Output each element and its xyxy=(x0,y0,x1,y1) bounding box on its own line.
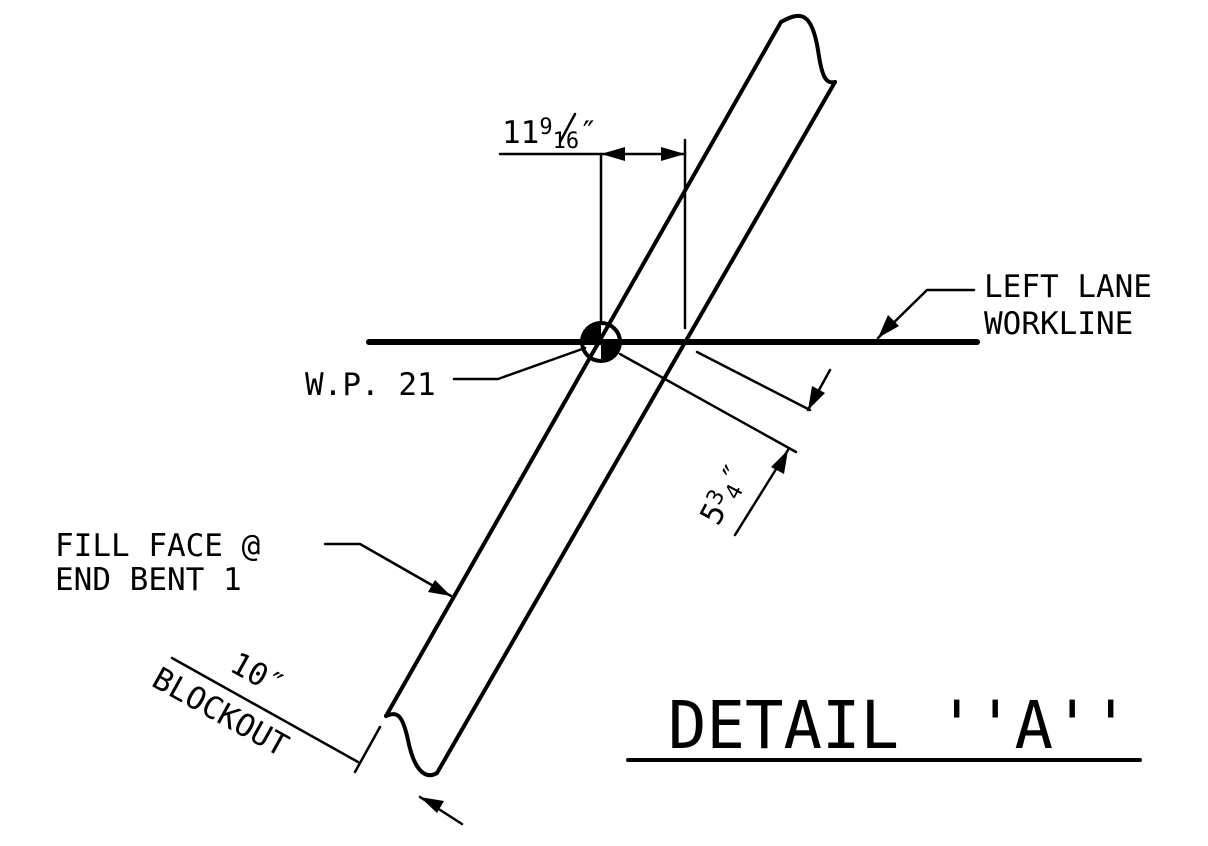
left-lane-label-line1: LEFT LANE xyxy=(984,269,1152,305)
svg-text:11916″: 11916″ xyxy=(502,115,598,154)
dim-right-unit: ″ xyxy=(714,457,755,490)
dim-top-whole: 11 xyxy=(502,115,539,151)
fill-face-label-line1: FILL FACE @ xyxy=(55,528,260,564)
left-lane-label-line2: WORKLINE xyxy=(984,306,1133,342)
dimension-11-9-16: 11916″ xyxy=(498,112,687,330)
break-line-top xyxy=(779,13,837,85)
dimension-blockout: 10″ BLOCKOUT xyxy=(146,646,464,826)
detail-title-group: DETAIL ''A'' xyxy=(626,687,1142,764)
left-lane-callout: LEFT LANE WORKLINE xyxy=(876,269,1152,342)
arrow-head xyxy=(428,580,451,596)
strip-edge-left xyxy=(384,20,783,718)
arrow-head xyxy=(878,315,899,338)
arrow-head xyxy=(771,450,788,474)
fill-face-strip xyxy=(384,13,837,778)
dim-top-numerator: 9 xyxy=(539,115,552,140)
dim-top-unit: ″ xyxy=(579,115,598,151)
detail-title: DETAIL ''A'' xyxy=(668,687,1130,764)
strip-edge-right xyxy=(435,80,837,775)
work-point-symbol xyxy=(580,321,622,363)
arrow-head xyxy=(420,797,444,813)
fill-face-callout: FILL FACE @ END BENT 1 xyxy=(55,528,453,598)
arrow-head xyxy=(808,386,825,410)
blockout-dimension: 10″ xyxy=(224,646,290,705)
fill-face-label-line2: END BENT 1 xyxy=(55,562,242,598)
svg-text:534″: 534″ xyxy=(693,457,757,532)
fraction-bar xyxy=(558,112,577,144)
break-line-bottom xyxy=(384,712,439,778)
arrow-head xyxy=(661,147,685,161)
arrow-head xyxy=(601,147,625,161)
wp-callout: W.P. 21 xyxy=(305,346,587,403)
dimension-5-3-4: 534″ xyxy=(618,350,832,537)
wp-label: W.P. 21 xyxy=(305,367,436,403)
